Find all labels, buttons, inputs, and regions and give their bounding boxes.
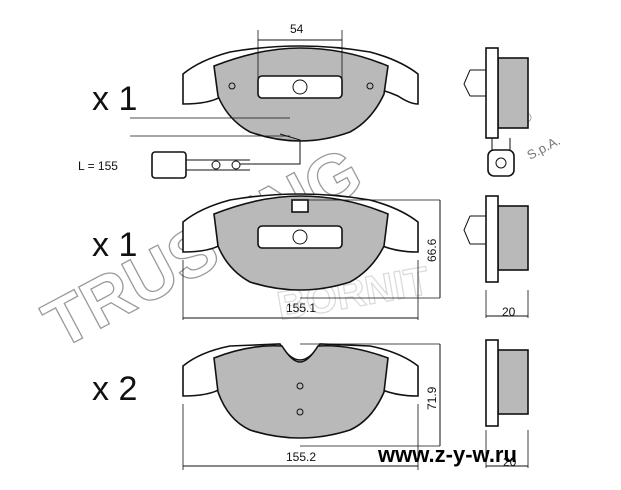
pad-1-spring-clip (257, 75, 343, 99)
dim-pad3-height: 71.9 (425, 386, 439, 410)
pad-2-tab (291, 199, 309, 213)
quantity-label-1: x 1 (92, 80, 137, 118)
pad-3-upper-hole (296, 382, 304, 390)
dim-top-width: 54 (290, 22, 304, 36)
side-view-1-friction (497, 57, 529, 129)
brake-pad-2: 66.6 155.1 (182, 193, 441, 320)
pad-3-friction (213, 344, 389, 439)
pad-2-center-rivet (292, 229, 308, 245)
brake-pad-3: 71.9 155.2 (182, 343, 441, 470)
website-url: www.z-y-w.ru (377, 442, 517, 467)
quantity-label-3: x 2 (92, 370, 137, 408)
side-view-1-sensor-plug (487, 149, 515, 177)
side-view-2-backplate (485, 195, 499, 283)
sensor-length-label: L = 155 (78, 159, 118, 173)
pad-1-right-hole (366, 82, 374, 90)
watermark-sub: S.p.A. (524, 133, 562, 163)
quantity-label-2: x 1 (92, 226, 137, 264)
side-view-2: 20 (463, 195, 529, 319)
dim-pad2-height: 66.6 (425, 238, 439, 262)
side-view-3-friction (497, 349, 529, 415)
pad-1-left-hole (228, 82, 236, 90)
brake-pad-1: 54 (182, 22, 419, 142)
dim-pad3-width: 155.2 (286, 450, 316, 464)
pad-2-spring-clip (257, 225, 343, 249)
dim-side-thickness-top: 20 (502, 305, 516, 319)
pad-1-center-rivet (292, 79, 308, 95)
sensor-connector (151, 151, 187, 179)
side-view-1 (463, 47, 529, 177)
dim-side-thickness-bottom: 20 (503, 455, 517, 469)
wear-sensor: L = 155 (78, 117, 301, 179)
side-view-3: 20 (485, 339, 529, 469)
pad-3-lower-hole (296, 408, 304, 416)
dim-pad2-width: 155.1 (286, 301, 316, 315)
side-view-3-backplate (485, 339, 499, 427)
side-view-1-backplate (485, 47, 499, 139)
side-view-2-friction (497, 205, 529, 271)
